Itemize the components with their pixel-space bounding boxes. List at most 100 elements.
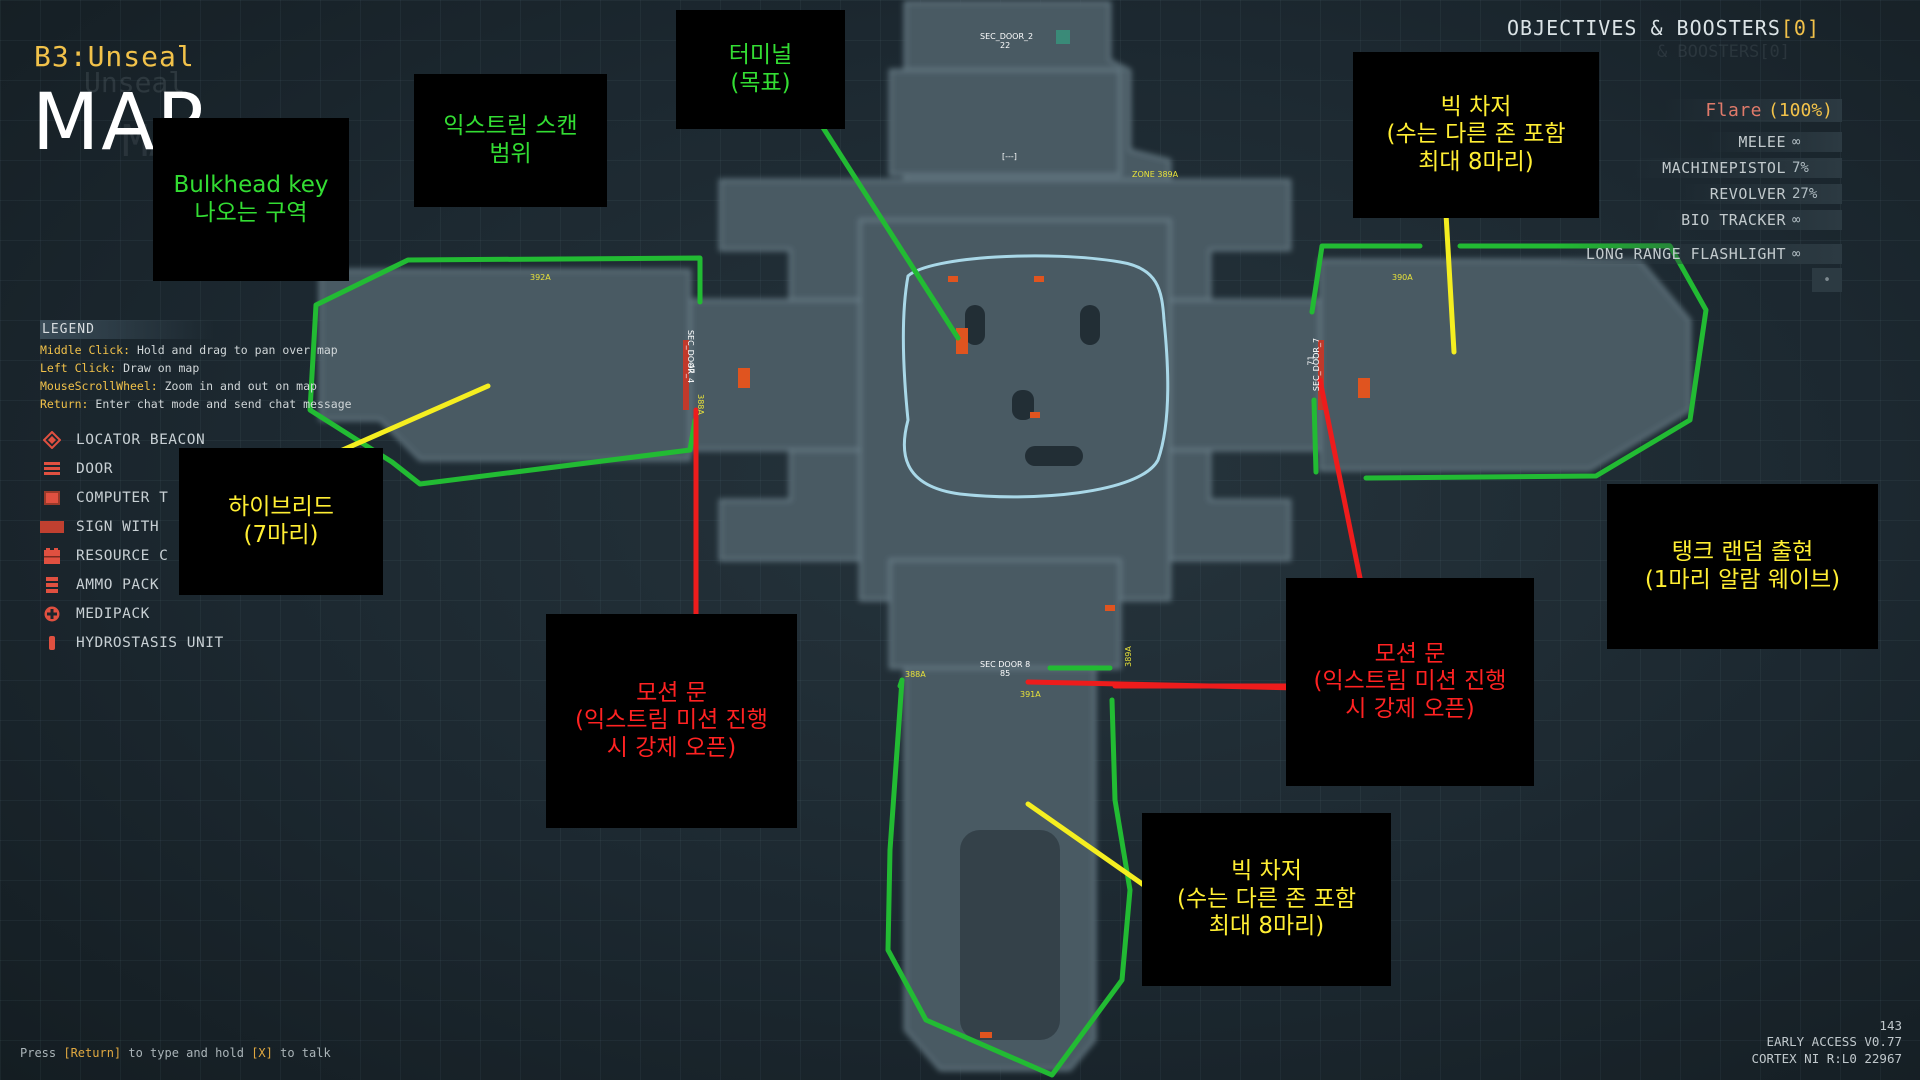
door-marker	[1105, 605, 1115, 611]
objectives-count: [0]	[1781, 16, 1820, 40]
computer-terminal-icon	[40, 489, 64, 506]
objectives-ghost: & BOOSTERS[0]	[1657, 42, 1790, 62]
version-info: 143 EARLY ACCESS V0.77 CORTEX NI R:L0 22…	[1751, 1018, 1902, 1067]
inventory-bar: MELEE∞	[1708, 132, 1842, 152]
version-line: 143	[1751, 1018, 1902, 1034]
sign-icon	[40, 518, 64, 535]
help-key: Middle Click:	[40, 343, 130, 357]
sec-door-bottom-label: SEC DOOR 8	[980, 660, 1030, 669]
resource-container-icon	[40, 547, 64, 564]
help-text: Draw on map	[116, 361, 199, 375]
room-center-south	[890, 560, 1120, 668]
legend-item-label: SIGN WITH	[76, 519, 159, 535]
room-east-connector	[1170, 300, 1330, 450]
empty-slot-icon: •	[1812, 268, 1842, 292]
sec-door-top-number: 22	[1000, 41, 1010, 50]
inventory-bar: Flare (100%)	[1665, 99, 1842, 122]
note-hybrid: 하이브리드 (7마리)	[179, 448, 383, 595]
inventory-item-value: (100%)	[1768, 100, 1836, 121]
resource-marker	[1358, 378, 1370, 398]
ammo-pack-icon	[40, 576, 64, 593]
inventory-slot-empty: •	[1482, 268, 1842, 292]
locator-beacon-icon	[40, 431, 64, 448]
sec-door-left-number: 47	[687, 363, 696, 373]
hydrostasis-unit-icon	[40, 634, 64, 651]
door-icon	[40, 460, 64, 477]
inventory-item-name: LONG RANGE FLASHLIGHT	[1586, 245, 1792, 263]
inventory-item-name: BIO TRACKER	[1681, 211, 1792, 229]
sec-door-left-label: SEC_DOOR_4	[686, 330, 695, 383]
help-text: Zoom in and out on map	[158, 379, 317, 393]
help-text: Hold and drag to pan over map	[130, 343, 338, 357]
terminal-marker	[956, 328, 968, 354]
inventory-item-name: MACHINEPISTOL	[1662, 159, 1792, 177]
inventory-item-value: ∞	[1792, 246, 1836, 262]
chat-hint-key: [Return]	[63, 1046, 121, 1060]
door-marker	[1030, 412, 1040, 418]
inventory-bar: BIO TRACKER∞	[1651, 210, 1842, 230]
help-text: Enter chat mode and send chat message	[88, 397, 351, 411]
door-marker	[1034, 276, 1044, 282]
help-key: Left Click:	[40, 361, 116, 375]
chat-hint-text: to talk	[273, 1046, 331, 1060]
help-return: Return: Enter chat mode and send chat me…	[40, 397, 380, 411]
terminal-center-label: [---]	[1002, 152, 1017, 161]
legend-item-label: HYDROSTASIS UNIT	[76, 635, 224, 651]
inventory-item-name: Flare	[1705, 100, 1768, 121]
note-motion-door-right: 모션 문 (익스트림 미션 진행 시 강제 오픈)	[1286, 578, 1534, 786]
chat-hint-text: Press	[20, 1046, 63, 1060]
legend-item-label: LOCATOR BEACON	[76, 432, 205, 448]
inventory-bar: LONG RANGE FLASHLIGHT∞	[1556, 244, 1842, 264]
inventory-item-value: ∞	[1792, 212, 1836, 228]
legend-header: LEGEND	[40, 320, 214, 339]
legend-item-label: COMPUTER T	[76, 490, 168, 506]
help-scroll-wheel: MouseScrollWheel: Zoom in and out on map	[40, 379, 380, 393]
legend-item-label: MEDIPACK	[76, 606, 150, 622]
note-big-charger-bottom: 빅 차저 (수는 다른 존 포함 최대 8마리)	[1142, 813, 1391, 986]
note-big-charger-top: 빅 차저 (수는 다른 존 포함 최대 8마리)	[1353, 52, 1599, 218]
zone-bottom-label: 391A	[1020, 690, 1041, 699]
objectives-boosters-button[interactable]: OBJECTIVES & BOOSTERS[0]	[1507, 16, 1820, 40]
help-key: Return:	[40, 397, 88, 411]
note-motion-door-left: 모션 문 (익스트림 미션 진행 시 강제 오픈)	[546, 614, 797, 828]
note-tank: 탱크 랜덤 출현 (1마리 알람 웨이브)	[1607, 484, 1878, 649]
medipack-icon	[40, 605, 64, 622]
inventory-item-value: 27%	[1792, 186, 1836, 202]
help-key: MouseScrollWheel:	[40, 379, 158, 393]
legend-item-hydrostasis-unit: HYDROSTASIS UNIT	[40, 634, 380, 651]
legend-item-label: AMMO PACK	[76, 577, 159, 593]
resource-marker	[738, 368, 750, 388]
note-bulkhead-key: Bulkhead key 나오는 구역	[153, 118, 349, 281]
zone-top-label: ZONE 389A	[1132, 170, 1178, 179]
door-marker	[980, 1032, 992, 1038]
inventory-item-value: 7%	[1792, 160, 1836, 176]
chat-hint-text: to type and hold	[121, 1046, 251, 1060]
objectives-label: OBJECTIVES & BOOSTERS	[1507, 16, 1781, 40]
inventory-item-value: ∞	[1792, 134, 1836, 150]
sec-door-left-zone: 388A	[696, 394, 705, 415]
obstacle	[960, 830, 1060, 1040]
zone-right-label: 390A	[1392, 273, 1413, 282]
chat-hint-key: [X]	[251, 1046, 273, 1060]
version-line: CORTEX NI R:L0 22967	[1751, 1051, 1902, 1067]
sec-door-top-label: SEC_DOOR_2	[980, 32, 1033, 41]
obstacle	[1080, 305, 1100, 345]
door-marker	[948, 276, 958, 282]
inventory-item-name: MELEE	[1738, 133, 1792, 151]
legend-item-label: RESOURCE C	[76, 548, 168, 564]
legend-item-locator-beacon: LOCATOR BEACON	[40, 431, 380, 448]
note-extreme-scan: 익스트림 스캔 범위	[414, 74, 607, 207]
sec-door-right-number: 71	[1307, 355, 1316, 365]
sec-door-bottom-number: 85	[1000, 669, 1010, 678]
help-left-click: Left Click: Draw on map	[40, 361, 380, 375]
north-door-marker	[1056, 30, 1070, 44]
level-code: B3:Unseal	[34, 40, 195, 73]
inventory-item-long-range-flashlight: LONG RANGE FLASHLIGHT∞	[1482, 242, 1842, 266]
zone-left-label: 392A	[530, 273, 551, 282]
version-line: EARLY ACCESS V0.77	[1751, 1034, 1902, 1050]
zone-bottom-right-label: 389A	[1124, 646, 1133, 667]
inventory-item-name: REVOLVER	[1710, 185, 1792, 203]
zone-bottom-left-label: 388A	[905, 670, 926, 679]
